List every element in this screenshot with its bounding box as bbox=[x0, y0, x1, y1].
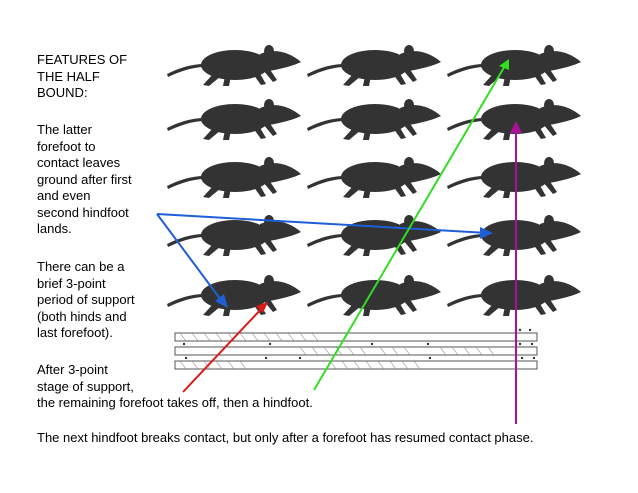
paragraph-forefoot-takeoff: After 3-point stage of support, the rema… bbox=[37, 362, 313, 410]
paragraph-three-point-support: There can be a brief 3-point period of s… bbox=[37, 259, 135, 340]
diagram-title: FEATURES OF THE HALF BOUND: bbox=[37, 52, 128, 100]
rat-frame bbox=[447, 45, 581, 86]
green-arrowhead bbox=[499, 59, 509, 70]
green-arrow-line bbox=[313, 63, 507, 391]
blue-arrowhead-down bbox=[215, 294, 228, 308]
rat-frame bbox=[307, 275, 441, 316]
rat-frame bbox=[307, 215, 441, 256]
blue-arrow-line bbox=[156, 213, 489, 305]
rat-frame bbox=[307, 157, 441, 198]
rat-frame bbox=[167, 45, 301, 86]
rat-frame bbox=[447, 157, 581, 198]
rat-frame bbox=[307, 45, 441, 86]
blue-arrowhead-right bbox=[480, 227, 493, 239]
red-arrow-line bbox=[182, 305, 265, 393]
paragraph-hindfoot-breaks-contact: The next hindfoot breaks contact, but on… bbox=[37, 430, 534, 445]
rat-frame bbox=[307, 99, 441, 140]
magenta-arrowhead bbox=[510, 121, 522, 133]
rat-frame bbox=[167, 99, 301, 140]
rat-frame bbox=[167, 157, 301, 198]
footfall-timing-chart bbox=[174, 328, 538, 370]
rat-frame bbox=[447, 215, 581, 256]
rat-frame bbox=[447, 99, 581, 140]
paragraph-forefoot-contact: The latter forefoot to contact leaves gr… bbox=[37, 122, 132, 236]
rat-frame bbox=[167, 275, 301, 316]
rat-frame bbox=[447, 275, 581, 316]
red-arrowhead bbox=[256, 302, 268, 313]
rat-frames-grid bbox=[167, 45, 581, 316]
annotation-arrows bbox=[156, 59, 522, 424]
